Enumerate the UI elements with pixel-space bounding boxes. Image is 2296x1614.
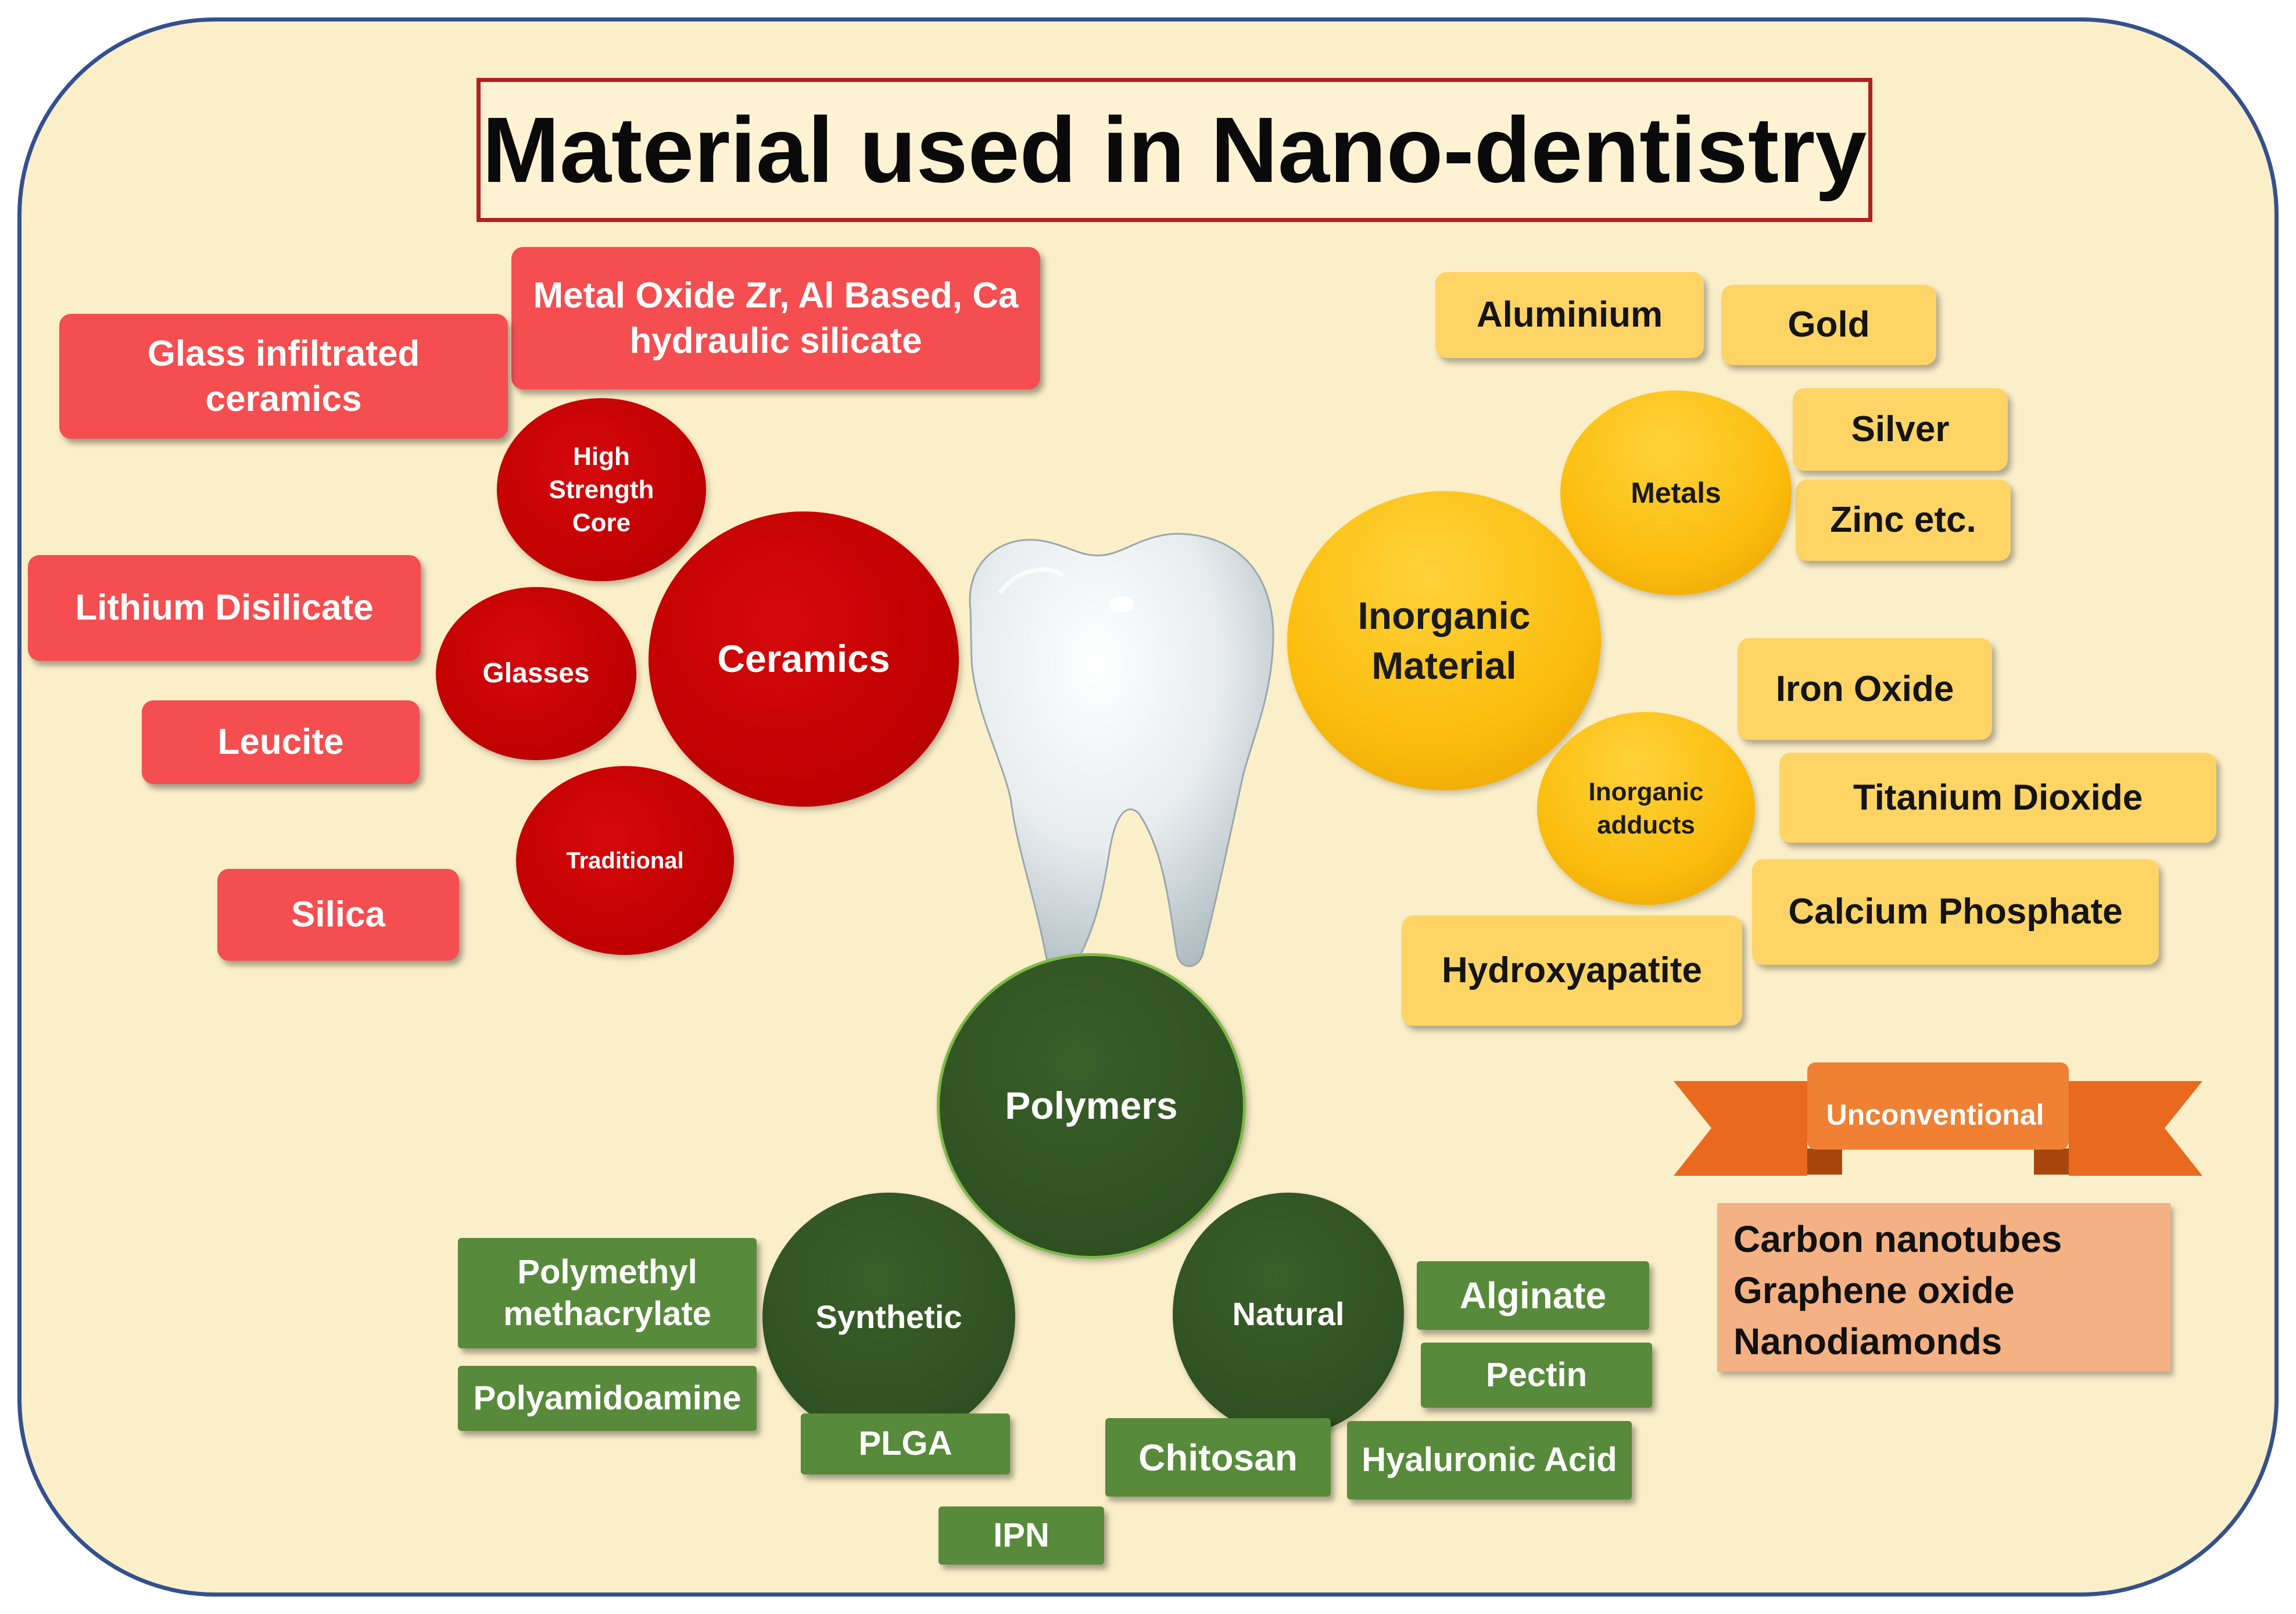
inorganic-adducts-circle: Inorganic adducts [1537, 712, 1755, 905]
ipn-box: IPN [939, 1506, 1104, 1565]
hyaluronic-acid-box: Hyaluronic Acid [1347, 1421, 1632, 1500]
metals-circle: Metals [1560, 391, 1792, 595]
hydroxyapatite-box: Hydroxyapatite [1402, 915, 1742, 1026]
pectin-box: Pectin [1421, 1343, 1652, 1408]
high-strength-core-circle: High Strength Core [497, 398, 706, 581]
unconventional-label: Unconventional [1826, 1098, 2044, 1131]
silica-box: Silica [217, 869, 459, 961]
plga-box: PLGA [801, 1413, 1010, 1475]
chitosan-box: Chitosan [1105, 1418, 1331, 1497]
silver-box: Silver [1793, 388, 2008, 471]
natural-circle: Natural [1173, 1193, 1404, 1436]
titanium-dioxide-box: Titanium Dioxide [1779, 753, 2216, 843]
unconventional-ribbon [1674, 1062, 2202, 1176]
leucite-box: Leucite [142, 700, 420, 784]
alginate-box: Alginate [1417, 1261, 1649, 1330]
list-item: Nanodiamonds [1733, 1320, 2003, 1362]
synthetic-circle: Synthetic [762, 1193, 1015, 1441]
gold-box: Gold [1721, 285, 1936, 365]
traditional-circle: Traditional [516, 766, 734, 955]
lithium-disilicate-box: Lithium Disilicate [28, 555, 421, 661]
polyamidoamine-box: Polyamidoamine [458, 1366, 757, 1431]
aluminium-box: Aluminium [1435, 272, 1704, 358]
unconventional-list: Carbon nanotubes Graphene oxide Nanodiam… [1717, 1203, 2170, 1372]
polymers-hub-circle: Polymers [937, 953, 1246, 1259]
glasses-circle: Glasses [436, 587, 636, 760]
inorganic-hub-circle: Inorganic Material [1287, 491, 1601, 790]
list-item: Carbon nanotubes [1733, 1218, 2062, 1260]
glass-infiltrated-box: Glass infiltrated ceramics [59, 314, 508, 439]
ceramics-hub-circle: Ceramics [649, 511, 959, 807]
calcium-phosphate-box: Calcium Phosphate [1752, 859, 2159, 965]
tooth-icon [969, 533, 1274, 972]
metal-oxide-box: Metal Oxide Zr, Al Based, Ca hydraulic s… [511, 247, 1040, 389]
list-item: Graphene oxide [1733, 1269, 2015, 1311]
iron-oxide-box: Iron Oxide [1738, 638, 1992, 740]
pmma-box: Polymethyl methacrylate [458, 1238, 757, 1348]
zinc-box: Zinc etc. [1796, 479, 2011, 561]
diagram-title: Material used in Nano-dentistry [477, 78, 1872, 222]
